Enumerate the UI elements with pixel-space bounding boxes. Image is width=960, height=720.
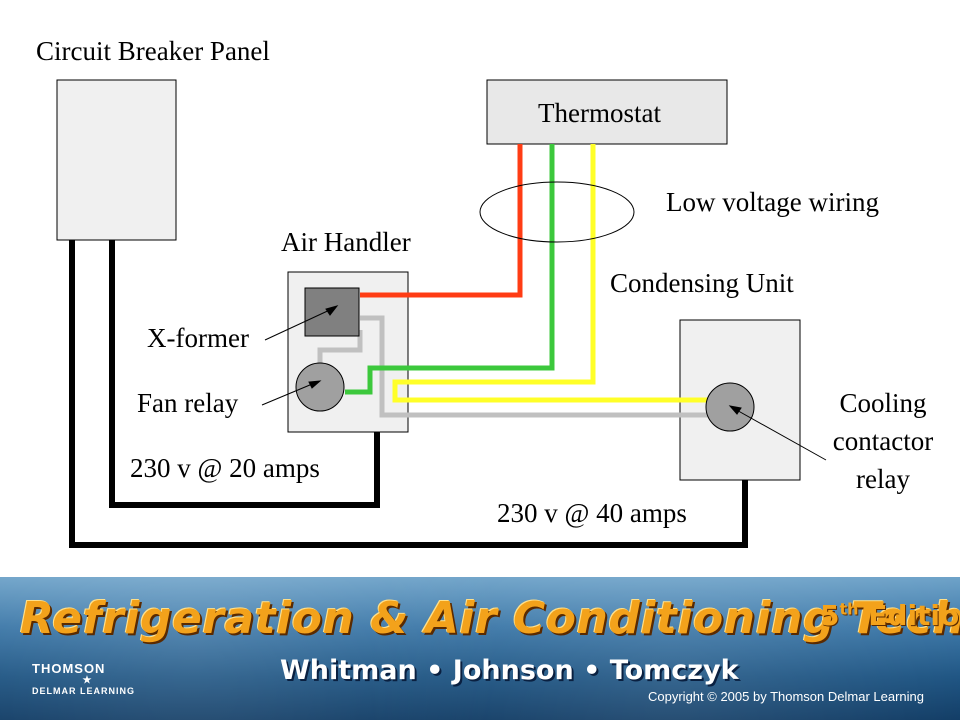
banner-background bbox=[0, 577, 960, 720]
cooling-label-line1: Cooling bbox=[839, 388, 927, 418]
fan-relay-pointer bbox=[261, 381, 318, 406]
low-voltage-wiring bbox=[345, 144, 722, 403]
gray-wire-fan bbox=[317, 330, 363, 366]
fan-relay bbox=[295, 362, 345, 412]
low-voltage-ellipse bbox=[479, 181, 635, 243]
power-wiring bbox=[69, 240, 748, 548]
air-handler-label: Air Handler bbox=[281, 227, 411, 257]
cooling-label-line3: relay bbox=[856, 464, 910, 494]
publisher-logo: THOMSON ★ DELMAR LEARNING bbox=[32, 661, 142, 696]
authors: Whitman • Johnson • Tomczyk bbox=[280, 655, 739, 686]
thermostat-box bbox=[486, 79, 728, 145]
wiring-diagram-svg bbox=[56, 79, 827, 548]
low-voltage-label: Low voltage wiring bbox=[666, 187, 879, 217]
publisher-name: THOMSON bbox=[32, 661, 106, 676]
publisher-subname: DELMAR LEARNING bbox=[32, 686, 135, 696]
edition-label: 5th Edition bbox=[820, 599, 960, 632]
book-title: Refrigeration & Air Conditioning Technol… bbox=[20, 593, 960, 644]
xformer-pointer bbox=[264, 307, 335, 341]
circuit-breaker-panel bbox=[56, 79, 177, 241]
green-wire bbox=[345, 144, 555, 395]
contactor-arrowhead bbox=[728, 405, 742, 415]
red-wire bbox=[360, 144, 523, 298]
edition-number: 5 bbox=[820, 599, 840, 632]
cooling-contactor-relay bbox=[705, 382, 755, 432]
thermostat-label: Thermostat bbox=[538, 98, 661, 128]
power-wire-40a bbox=[69, 240, 748, 548]
cooling-label-line2: contactor bbox=[832, 426, 934, 456]
xformer-arrowhead bbox=[325, 305, 339, 316]
xformer-label: X-former bbox=[147, 323, 249, 353]
copyright: Copyright © 2005 by Thomson Delmar Learn… bbox=[648, 689, 924, 704]
condensing-unit-label: Condensing Unit bbox=[610, 268, 794, 298]
contactor-pointer bbox=[732, 407, 827, 461]
star-icon: ★ bbox=[82, 675, 92, 686]
amps-20-label: 230 v @ 20 amps bbox=[130, 453, 320, 483]
book-banner: Refrigeration & Air Conditioning Technol… bbox=[0, 577, 960, 720]
fan-relay-arrowhead bbox=[308, 380, 322, 389]
edition-suffix: th bbox=[839, 599, 859, 619]
pointers bbox=[261, 305, 827, 461]
amps-40-label: 230 v @ 40 amps bbox=[497, 498, 687, 528]
fan-relay-label: Fan relay bbox=[137, 388, 239, 418]
circuit-breaker-panel-label: Circuit Breaker Panel bbox=[36, 36, 270, 66]
edition-word: Edition bbox=[868, 599, 960, 632]
yellow-wire bbox=[392, 144, 722, 403]
power-wire-20a bbox=[109, 240, 380, 508]
